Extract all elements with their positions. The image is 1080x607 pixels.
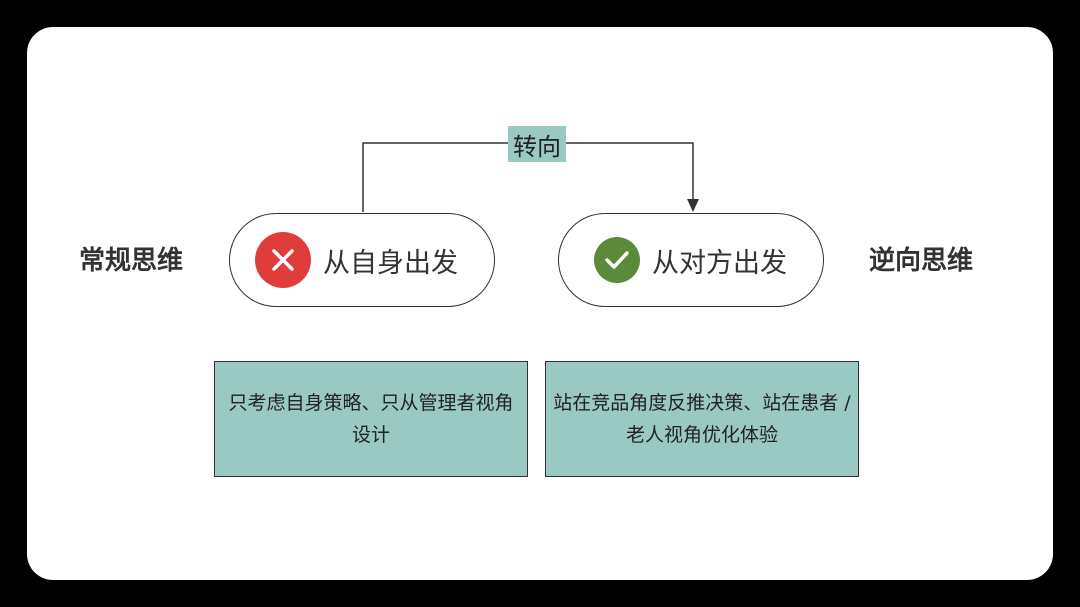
reverse-thinking-label: 逆向思维: [869, 246, 974, 276]
conventional-thinking-label: 常规思维: [79, 246, 184, 276]
diagram-card: [27, 27, 1053, 580]
check-circle-icon: [594, 237, 640, 283]
x-circle-icon: [255, 232, 311, 288]
node-other-text: 从对方出发: [652, 247, 787, 279]
node-self-perspective: 从自身出发: [229, 213, 495, 307]
node-other-perspective: 从对方出发: [558, 213, 824, 307]
connector-label: 转向: [508, 126, 566, 162]
self-perspective-description: 只考虑自身策略、只从管理者视角设计: [214, 361, 528, 477]
other-perspective-description: 站在竞品角度反推决策、站在患者 / 老人视角优化体验: [545, 361, 859, 477]
node-self-text: 从自身出发: [323, 247, 458, 279]
